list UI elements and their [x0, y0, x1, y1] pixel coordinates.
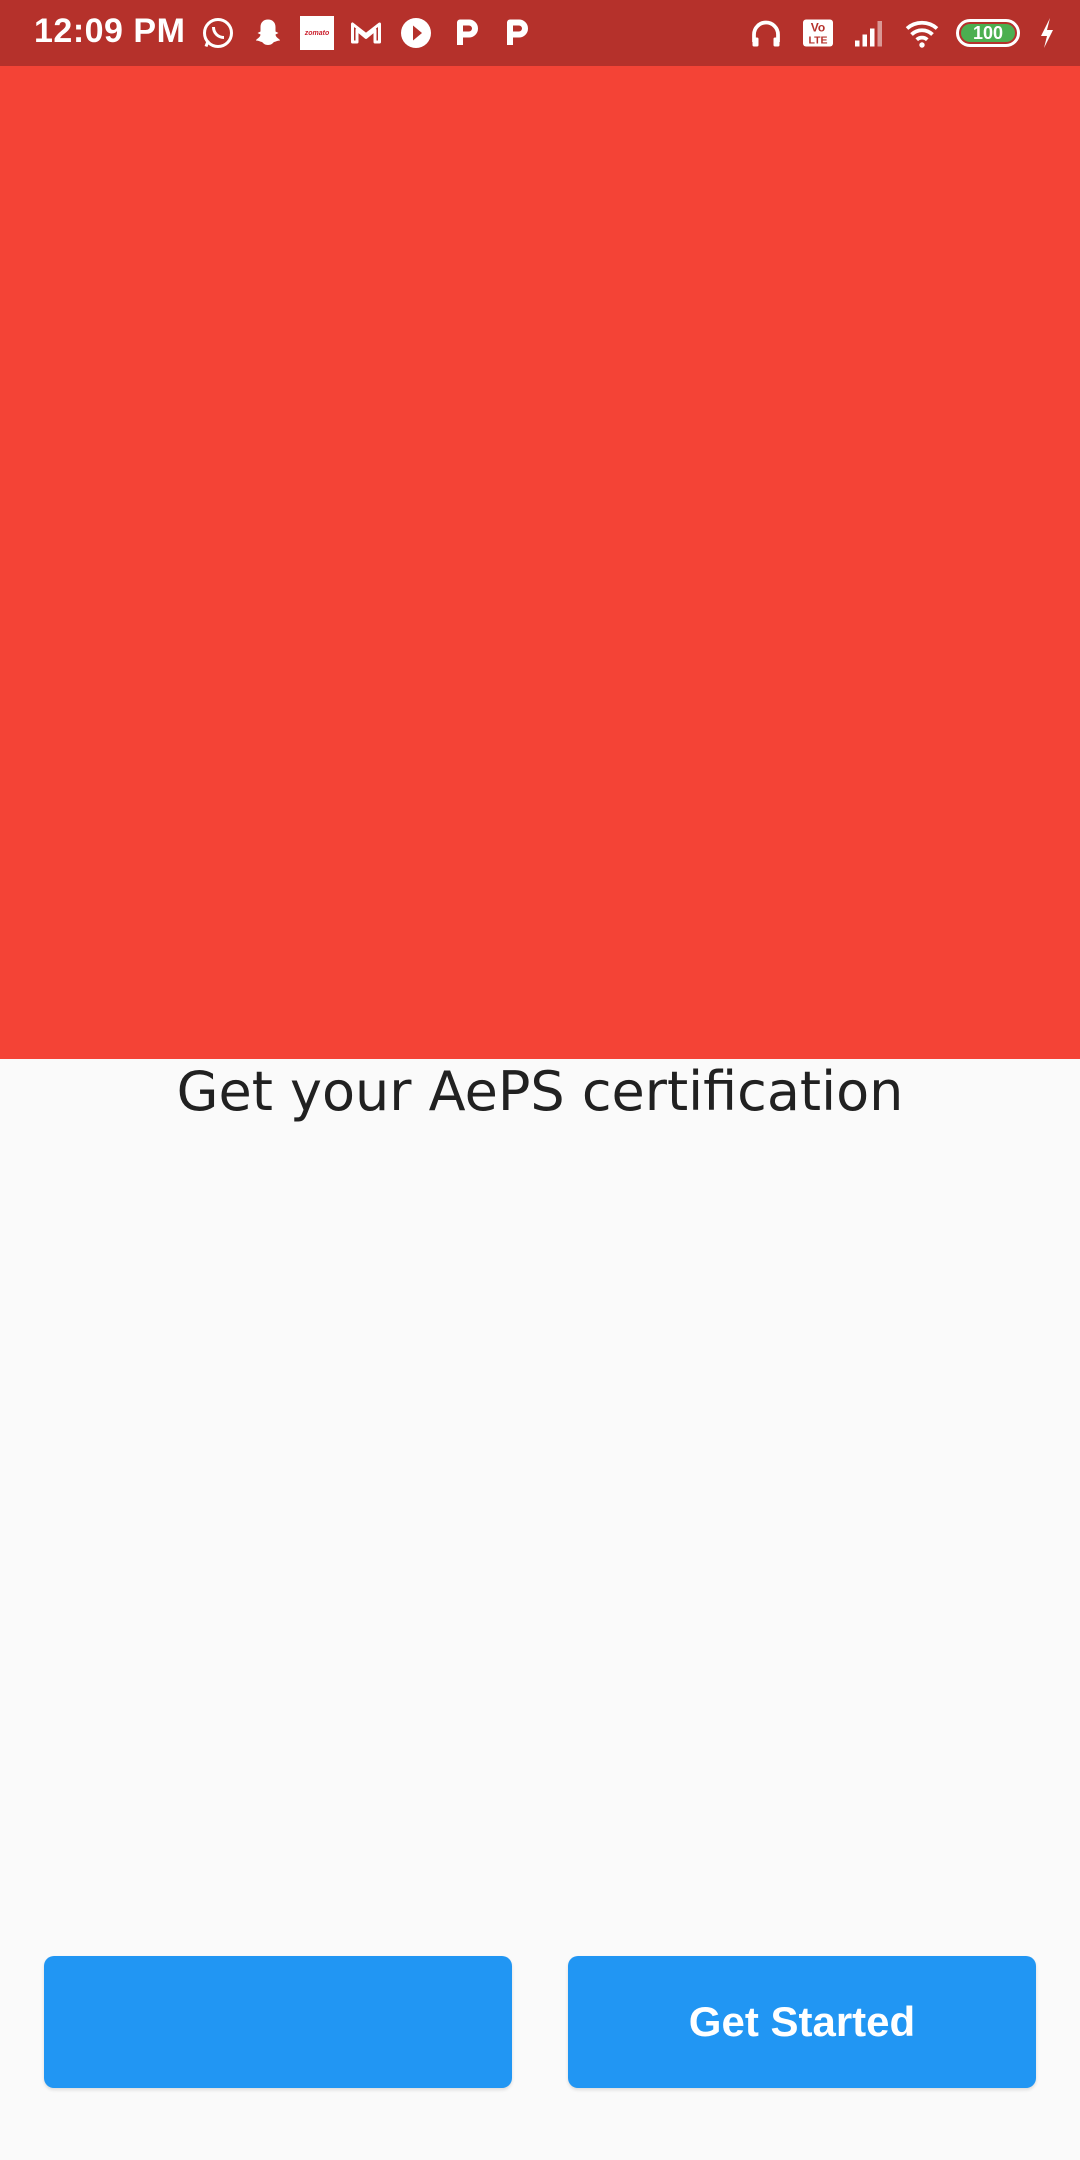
status-time: 12:09 PM: [34, 12, 186, 50]
signal-icon: [852, 15, 888, 51]
battery-icon: 100: [956, 19, 1020, 47]
status-bar: 12:09 PM zomato: [0, 0, 1080, 66]
get-started-button[interactable]: Get Started: [568, 1956, 1036, 2088]
play-icon: [398, 15, 434, 51]
svg-text:Vo: Vo: [811, 21, 825, 35]
charging-icon: [1036, 15, 1058, 51]
battery-level: 100: [972, 22, 1004, 43]
hero-banner: [0, 66, 1080, 1059]
notification-icons: zomato: [200, 13, 534, 53]
page-title: Get your AePS certification: [176, 1060, 904, 1123]
gmail-icon: [348, 15, 384, 51]
zomato-icon: zomato: [300, 16, 334, 50]
snapchat-icon: [250, 15, 286, 51]
battery-fill: [961, 24, 1015, 42]
wifi-icon: [904, 15, 940, 51]
whatsapp-icon: [200, 15, 236, 51]
secondary-button[interactable]: [44, 1956, 512, 2088]
p-app-icon: [448, 15, 484, 51]
p-app-icon: [498, 15, 534, 51]
svg-text:LTE: LTE: [808, 35, 827, 47]
headphones-icon: [748, 15, 784, 51]
